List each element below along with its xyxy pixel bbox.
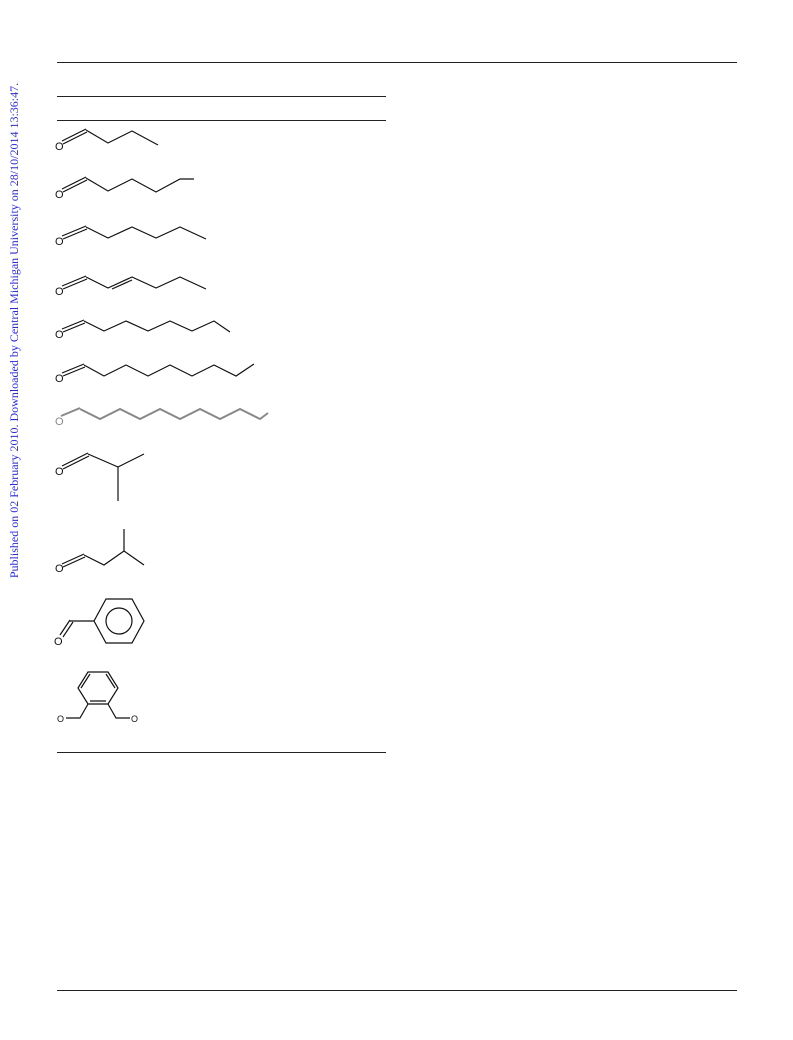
header-rule	[57, 62, 737, 63]
aromatic-circle	[105, 607, 133, 635]
publication-side-note-text: Published on 02 February 2010. Downloade…	[7, 82, 22, 578]
carbonyl-bond	[61, 128, 88, 145]
isobutyraldehyde-structure: O	[55, 452, 145, 501]
benzene-ring	[77, 671, 119, 705]
carbon-chain	[83, 550, 145, 566]
oxygen-label: O	[55, 189, 64, 201]
publication-side-note: Published on 02 February 2010. Downloade…	[6, 10, 24, 650]
hexenal-structure: O	[55, 275, 207, 298]
carbonyl-bond	[61, 176, 88, 193]
footer-rule	[57, 990, 737, 991]
oxygen-label: O	[55, 236, 64, 248]
alkene-double-bond	[111, 279, 133, 290]
carbonyl-bond	[61, 225, 88, 240]
oxygen-label: O	[55, 141, 64, 153]
carbon-chain	[85, 129, 159, 146]
oxygen-label: O	[55, 286, 64, 298]
nonanal-structure: O	[55, 319, 231, 341]
phthalaldehyde-structure: O O	[57, 671, 138, 724]
table-bottom-rule	[57, 752, 386, 753]
carbon-chain	[79, 407, 269, 421]
right-oxygen-label: O	[131, 714, 138, 724]
oxygen-label: O	[55, 563, 64, 575]
carbonyl-bond	[61, 275, 88, 290]
benzene-ring	[93, 598, 145, 644]
carbonyl-bond	[59, 619, 74, 638]
carbon-chain	[85, 276, 207, 290]
carbonyl-bond	[61, 319, 86, 333]
oxygen-label: O	[55, 373, 64, 385]
carbon-chain	[85, 226, 207, 240]
heptanal-structure: O	[55, 225, 207, 248]
carbon-chain	[83, 320, 231, 333]
table-top-rule	[57, 96, 386, 97]
carbon-chain	[83, 363, 255, 377]
hexanal-structure: O	[55, 176, 194, 201]
left-aldehyde-arm	[66, 703, 89, 719]
isovaleraldehyde-structure: O	[55, 529, 145, 575]
ring-double-bonds	[80, 673, 116, 702]
butanal-structure: O	[55, 128, 159, 153]
carbonyl-bond	[61, 363, 86, 377]
carbonyl-bond	[61, 452, 90, 470]
oxygen-label: O	[55, 329, 64, 341]
oxygen-label: O	[54, 636, 63, 648]
carbonyl-bond	[61, 553, 86, 568]
carbon-chain	[85, 177, 194, 193]
right-aldehyde-arm	[107, 703, 130, 719]
left-oxygen-label: O	[57, 714, 64, 724]
oxygen-label: O	[55, 466, 64, 478]
dodecanal-structure: O	[55, 407, 269, 428]
decanal-structure: O	[55, 363, 255, 385]
carbon-chain	[87, 453, 145, 468]
table-header-rule	[57, 120, 386, 121]
carbonyl-bond	[60, 407, 81, 417]
benzaldehyde-structure: O	[54, 598, 145, 648]
oxygen-label: O	[55, 416, 64, 428]
